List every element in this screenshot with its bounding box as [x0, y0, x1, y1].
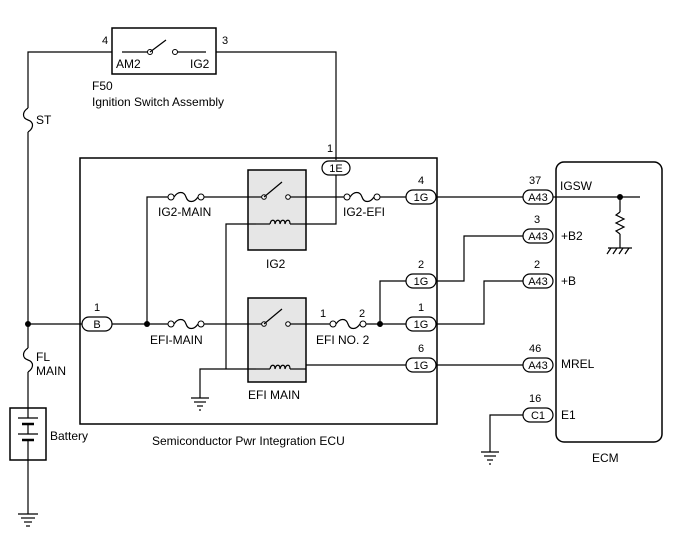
pin-label: 6	[418, 343, 424, 355]
wire-to-1g-2	[379, 280, 406, 324]
relay-ig2-label: IG2	[266, 257, 286, 271]
fuse-efi-main	[167, 318, 205, 330]
fuse-st	[22, 107, 34, 133]
ignition-switch-id: F50	[92, 79, 113, 93]
fuse-ig2-efi	[343, 191, 381, 203]
pin-label: 16	[529, 393, 541, 405]
pin-label: 2	[359, 308, 365, 320]
fuse-ig2-main-label: IG2-MAIN	[158, 205, 211, 219]
fuse-fl-label: FL	[36, 350, 50, 364]
resistor-icon	[614, 211, 626, 235]
wire-1e-to-coil	[296, 175, 337, 225]
connector-a43-46	[522, 357, 554, 373]
connector-1g-label: 1G	[414, 276, 429, 288]
wire-to-ig2-main	[146, 196, 168, 324]
pin-label: 1	[94, 302, 100, 314]
connector-c1-label: C1	[531, 410, 545, 422]
pin-label: 4	[102, 35, 108, 47]
pin-label: 2	[418, 259, 424, 271]
ecm-name: ECM	[592, 451, 619, 465]
fuse-main-label: MAIN	[36, 364, 66, 378]
relay-ig2	[247, 169, 307, 251]
wire-ig2-switch	[216, 51, 337, 160]
chassis-ground-icon	[606, 247, 632, 255]
pin-label: 1	[418, 302, 424, 314]
wire-b	[436, 280, 523, 325]
connector-1g-label: 1G	[414, 360, 429, 372]
ignition-switch-box	[111, 27, 217, 75]
ground-icon	[191, 397, 209, 411]
connector-1g-label: 1G	[414, 319, 429, 331]
wire-efi-coil-ground	[199, 368, 256, 398]
ground-icon	[18, 513, 38, 527]
ignition-switch-name: Ignition Switch Assembly	[92, 95, 224, 109]
fuse-efi-no2-label: EFI NO. 2	[316, 333, 370, 347]
signal-e1-label: E1	[561, 408, 576, 422]
fuse-efi-no2	[329, 318, 367, 330]
pin-label: 1	[320, 308, 326, 320]
connector-a43-3	[522, 228, 554, 244]
ecu-name: Semiconductor Pwr Integration ECU	[152, 434, 345, 448]
fuse-ig2-efi-label: IG2-EFI	[343, 205, 385, 219]
ignition-switch-assembly: AM2 IG2 4 3 F50 Ignition Switch Assembly	[92, 27, 228, 109]
connector-a43-2	[522, 273, 554, 289]
connector-a43-label: A43	[528, 360, 548, 372]
connector-a43-label: A43	[528, 231, 548, 243]
wire-ig2-coil-ground	[225, 223, 256, 369]
ecu-box	[79, 157, 438, 425]
signal-igsw-label: IGSW	[560, 179, 593, 193]
pin-label: 4	[418, 175, 424, 187]
wire-am2	[27, 51, 112, 108]
wire-e1-ground	[489, 414, 523, 452]
pin-label: 2	[534, 259, 540, 271]
terminal-am2-label: AM2	[116, 57, 141, 71]
connector-a43-label: A43	[528, 192, 548, 204]
terminal-ig2-label: IG2	[190, 57, 210, 71]
connector-a43-label: A43	[528, 276, 548, 288]
pin-label: 3	[534, 214, 540, 226]
wire-b2	[436, 235, 523, 282]
battery-label: Battery	[50, 429, 88, 443]
pin-label: 1	[327, 143, 333, 155]
signal-mrel-label: MREL	[561, 357, 595, 371]
fuse-efi-main-label: EFI-MAIN	[150, 333, 203, 347]
pin-label: 46	[529, 343, 541, 355]
connector-1e-label: 1E	[329, 163, 342, 175]
pin-label: 37	[529, 175, 541, 187]
ignition-switch-contact	[149, 39, 167, 53]
ecm-box	[555, 161, 663, 443]
battery	[9, 407, 47, 461]
ground-icon	[481, 451, 499, 465]
fuse-fl-main	[22, 347, 34, 373]
fuse-st-label: ST	[36, 113, 52, 127]
fuse-ig2-main	[167, 191, 205, 203]
signal-b2-label: +B2	[561, 229, 583, 243]
pin-label: 3	[222, 35, 228, 47]
connector-b-label: B	[93, 319, 100, 331]
connector-1g-label: 1G	[414, 192, 429, 204]
relay-efi-main	[247, 297, 307, 383]
relay-efi-main-label: EFI MAIN	[248, 388, 300, 402]
signal-b-label: +B	[561, 274, 576, 288]
